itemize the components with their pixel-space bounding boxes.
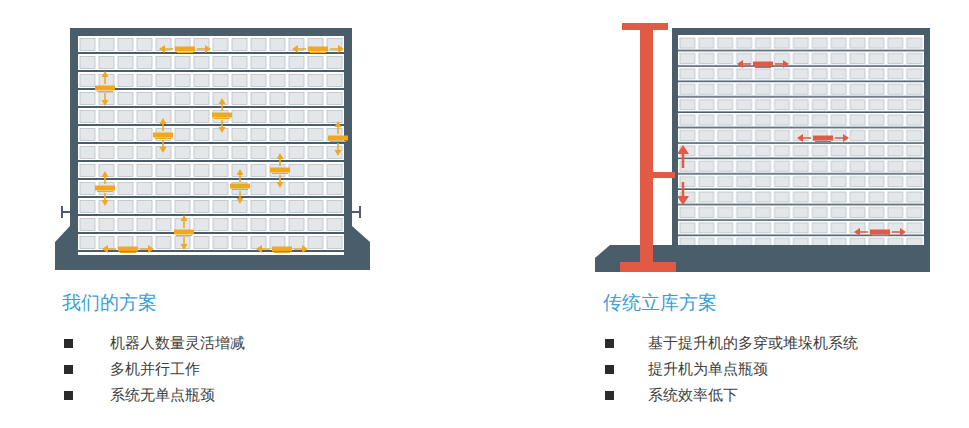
move-arrow [801, 137, 845, 139]
bullet-square [605, 339, 614, 348]
arrow-head [160, 118, 167, 153]
robot-wheels [272, 173, 288, 174]
robot-body [308, 47, 328, 52]
arrow-head [256, 245, 308, 253]
shuttle [737, 60, 789, 68]
robot-body [270, 168, 290, 173]
move-arrow [741, 63, 785, 65]
robot-body [118, 247, 138, 252]
robot-wheels [214, 118, 230, 119]
robot [328, 121, 348, 156]
bullet-text: 机器人数量灵活增减 [110, 333, 245, 353]
bullet-text: 多机并行工作 [110, 359, 200, 379]
move-arrow [162, 122, 164, 149]
robot-wheels [755, 67, 771, 68]
robot-wheels [177, 52, 193, 53]
section-heading: 我们的方案 [62, 290, 157, 314]
robot-wheels [97, 91, 113, 92]
move-arrow [260, 248, 304, 250]
robot-wheels [97, 191, 113, 192]
robot [153, 118, 173, 153]
bullet-text: 系统无单点瓶颈 [110, 385, 215, 405]
robot-wheels [155, 138, 171, 139]
robot [256, 245, 308, 253]
bullet-square [64, 365, 73, 374]
arrow-head [102, 245, 154, 253]
robot [95, 71, 115, 106]
robot-wheels [274, 252, 290, 253]
move-arrow [183, 219, 185, 246]
bullet-square [605, 365, 614, 374]
robot-wheels [815, 141, 831, 142]
move-arrow [104, 175, 106, 202]
shuttle [854, 228, 906, 236]
move-arrow [239, 173, 241, 200]
robot-wheels [176, 235, 192, 236]
arrow-head [219, 98, 226, 133]
arrow-head [181, 215, 188, 250]
robot-body [272, 247, 292, 252]
robot-wheels [872, 235, 888, 236]
lift-rack [595, 23, 930, 272]
arrow-head [737, 60, 789, 68]
bullet-text: 提升机为单点瓶颈 [648, 359, 768, 379]
arrow-head [237, 169, 244, 204]
robot-body [328, 136, 348, 141]
lift [620, 23, 689, 272]
bullet-text: 基于提升机的多穿或堆垛机系统 [648, 333, 858, 353]
robot [159, 45, 211, 53]
robot [95, 171, 115, 206]
arrow-head [102, 171, 109, 206]
robot-body [212, 113, 232, 118]
move-arrow [106, 248, 150, 250]
bullet-square [64, 391, 73, 400]
robot-body [175, 47, 195, 52]
move-arrow [858, 231, 902, 233]
move-arrow [279, 157, 281, 184]
move-arrow [163, 48, 207, 50]
robot-body [870, 230, 890, 235]
arrow-head [797, 134, 849, 142]
bullet-square [605, 391, 614, 400]
bullet-text: 系统效率低下 [648, 385, 738, 405]
robot [230, 169, 250, 204]
arrow-head [277, 153, 284, 188]
move-arrow [221, 102, 223, 129]
robot-wheels [330, 141, 346, 142]
robot-body [153, 133, 173, 138]
arrow-head [292, 45, 344, 53]
arrow-head [335, 121, 342, 156]
move-arrow [104, 75, 106, 102]
robot-body [174, 230, 194, 235]
robot-body [95, 186, 115, 191]
shuttle [797, 134, 849, 142]
robot [292, 45, 344, 53]
robot-wheels [232, 189, 248, 190]
arrow-head [854, 228, 906, 236]
section-heading: 传统立库方案 [603, 290, 717, 314]
move-arrow [296, 48, 340, 50]
robot-wheels [120, 252, 136, 253]
robot [270, 153, 290, 188]
robot-rack [55, 28, 370, 270]
move-arrow [337, 125, 339, 152]
robot-wheels [310, 52, 326, 53]
robot [102, 245, 154, 253]
arrow-head [159, 45, 211, 53]
arrow-head [102, 71, 109, 106]
robot [174, 215, 194, 250]
bullet-square [64, 339, 73, 348]
robot [212, 98, 232, 133]
robot-body [95, 86, 115, 91]
robot-body [753, 62, 773, 67]
robot-body [813, 136, 833, 141]
robot-body [230, 184, 250, 189]
